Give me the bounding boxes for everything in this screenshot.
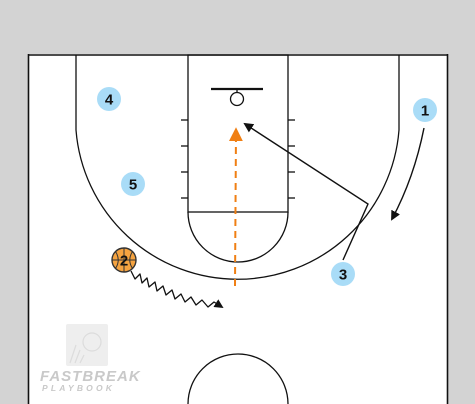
rim bbox=[229, 91, 245, 107]
player-2-with-ball[interactable]: 2 bbox=[111, 247, 137, 273]
ball-seams bbox=[112, 248, 136, 272]
center-circle bbox=[187, 353, 289, 404]
svg-text:3: 3 bbox=[339, 267, 347, 284]
watermark-logo: FASTBREAK PLAYBOOK bbox=[40, 324, 141, 393]
svg-text:5: 5 bbox=[129, 177, 137, 194]
player-3[interactable]: 3 bbox=[331, 262, 355, 286]
cut-player-3 bbox=[243, 122, 369, 261]
svg-text:4: 4 bbox=[105, 92, 114, 109]
player-1[interactable]: 1 bbox=[413, 98, 437, 122]
cut-player-1 bbox=[391, 127, 425, 221]
svg-text:2: 2 bbox=[120, 253, 128, 270]
lane bbox=[187, 54, 289, 213]
dribble-player-2 bbox=[130, 270, 224, 308]
watermark-line1: FASTBREAK bbox=[40, 368, 141, 385]
svg-text:1: 1 bbox=[421, 103, 429, 120]
three-point-line bbox=[75, 55, 400, 280]
watermark-line2: PLAYBOOK bbox=[42, 383, 115, 393]
player-4[interactable]: 4 bbox=[97, 87, 121, 111]
pass-line bbox=[228, 127, 243, 287]
lane-hash-marks bbox=[181, 119, 295, 199]
free-throw-circle bbox=[187, 211, 289, 263]
player-5[interactable]: 5 bbox=[121, 172, 145, 196]
